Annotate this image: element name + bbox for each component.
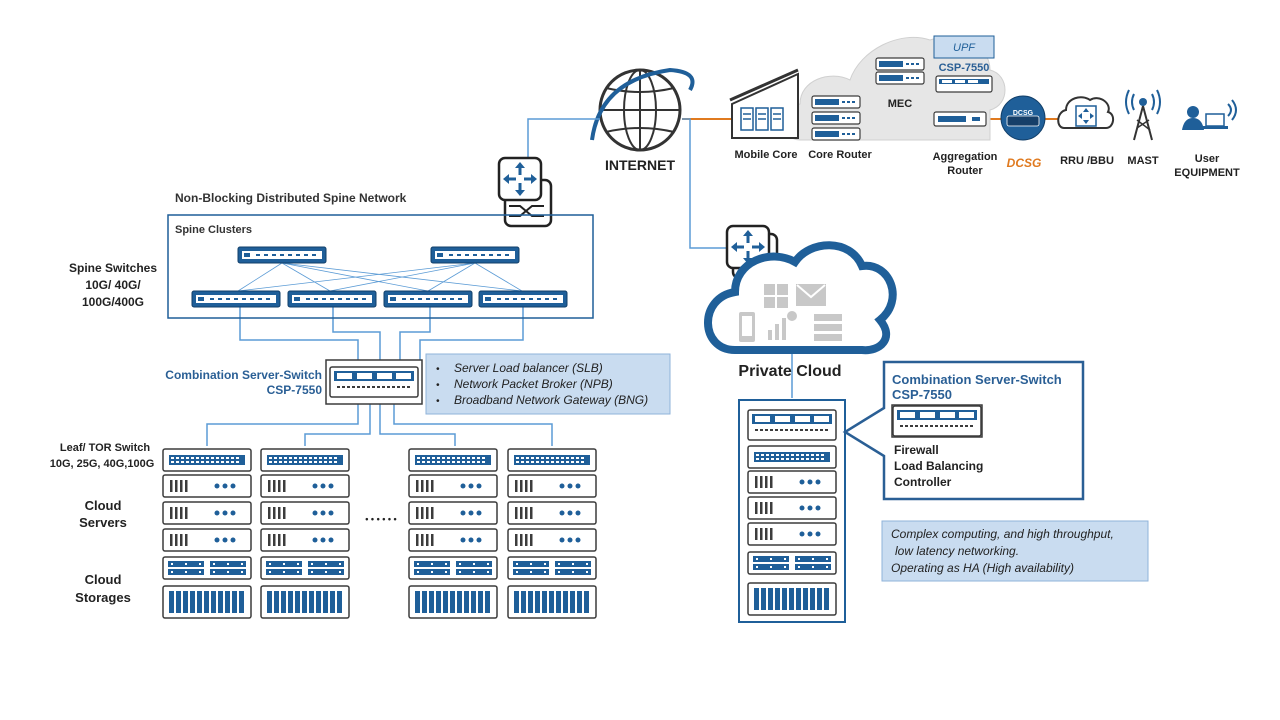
- note-line-3: Operating as HA (High availability): [891, 561, 1074, 575]
- user-equipment-label-2: EQUIPMENT: [1174, 167, 1240, 179]
- combo-left-title: Combination Server-Switch: [165, 368, 322, 382]
- rru-bbu-icon: [1057, 96, 1114, 129]
- dcsg-icon: DCSG: [1000, 95, 1046, 141]
- function-firewall: Firewall: [894, 443, 939, 457]
- feature-slb: Server Load balancer (SLB): [454, 361, 603, 375]
- combo-left-device: [325, 359, 423, 405]
- spine-clusters-label: Spine Clusters: [175, 224, 252, 236]
- private-callout-device: [891, 404, 983, 438]
- combo-left-features: • Server Load balancer (SLB) • Network P…: [436, 361, 648, 407]
- aggregation-router-label-1: Aggregation: [933, 151, 998, 163]
- spine-switch-top-2: [430, 246, 520, 264]
- mast-label: MAST: [1127, 155, 1158, 167]
- spine-switch-2: [287, 290, 377, 308]
- connection-lines: [206, 118, 793, 446]
- core-router-label: Core Router: [808, 149, 872, 161]
- private-cloud-title: Private Cloud: [738, 363, 841, 380]
- note-line-1: Complex computing, and high throughput,: [891, 527, 1114, 541]
- function-load-balancing: Load Balancing: [894, 459, 983, 473]
- internet-label: INTERNET: [605, 157, 675, 173]
- spine-network-title: Non-Blocking Distributed Spine Network: [175, 191, 407, 205]
- rack-ellipsis: • • • • • •: [365, 514, 396, 524]
- rack-column-2: [260, 448, 350, 619]
- rack-column-4: [507, 448, 597, 619]
- user-equipment-icon: [1182, 99, 1237, 130]
- spine-clusters-box: [167, 214, 594, 319]
- private-callout-title: Combination Server-Switch: [892, 372, 1062, 387]
- feature-bullet-2: •: [436, 380, 440, 391]
- mast-icon: [1125, 89, 1161, 141]
- rack-column-3: [408, 448, 498, 619]
- leaf-label-2: 10G, 25G, 40G,100G: [50, 458, 155, 470]
- servers-label-1: Cloud: [85, 498, 122, 513]
- spine-switches-label-1: Spine Switches: [69, 261, 157, 275]
- internet-globe-icon: [590, 67, 695, 152]
- upf-box: [933, 35, 995, 59]
- dcsg-label: DCSG: [1007, 156, 1042, 170]
- spine-switches-label-2: 10G/ 40G/: [85, 278, 141, 292]
- function-controller: Controller: [894, 475, 952, 489]
- combo-left-model: CSP-7550: [267, 383, 323, 397]
- csp-top-label: CSP-7550: [939, 62, 990, 74]
- dcsg-badge-text: DCSG: [1013, 110, 1034, 117]
- aggregation-router-label-2: Router: [947, 165, 983, 177]
- private-callout-model: CSP-7550: [892, 387, 952, 402]
- leaf-label-1: Leaf/ TOR Switch: [60, 442, 151, 454]
- aggregation-router-icon: [933, 111, 987, 127]
- spine-switch-1: [191, 290, 281, 308]
- csp-top-device-icon: [935, 75, 993, 93]
- storages-label-2: Storages: [75, 590, 131, 605]
- rru-label: RRU /BBU: [1060, 155, 1114, 167]
- private-cloud-icon: [704, 241, 897, 355]
- spine-router-icon: [497, 156, 553, 228]
- spine-mesh-lines: [237, 262, 523, 292]
- mec-label: MEC: [888, 98, 913, 110]
- storages-label-1: Cloud: [85, 572, 122, 587]
- servers-label-2: Servers: [79, 515, 127, 530]
- mobile-core-label: Mobile Core: [735, 149, 798, 161]
- feature-bng: Broadband Network Gateway (BNG): [454, 393, 648, 407]
- spine-switch-3: [383, 290, 473, 308]
- mobile-core-icon: [729, 68, 799, 139]
- combo-left-features-box: [425, 353, 671, 415]
- rack-column-1: [162, 448, 252, 619]
- spine-switch-top-1: [237, 246, 327, 264]
- core-router-icon: [811, 95, 861, 141]
- user-equipment-label-1: User: [1195, 153, 1220, 165]
- private-rack-units: [747, 409, 837, 616]
- feature-npb: Network Packet Broker (NPB): [454, 377, 613, 391]
- note-line-2: low latency networking.: [895, 544, 1019, 558]
- feature-bullet-1: •: [436, 364, 440, 375]
- spine-switches-label-3: 100G/400G: [82, 295, 144, 309]
- spine-switch-4: [478, 290, 568, 308]
- upf-label: UPF: [953, 42, 976, 54]
- feature-bullet-3: •: [436, 396, 440, 407]
- private-note-box: [881, 520, 1149, 582]
